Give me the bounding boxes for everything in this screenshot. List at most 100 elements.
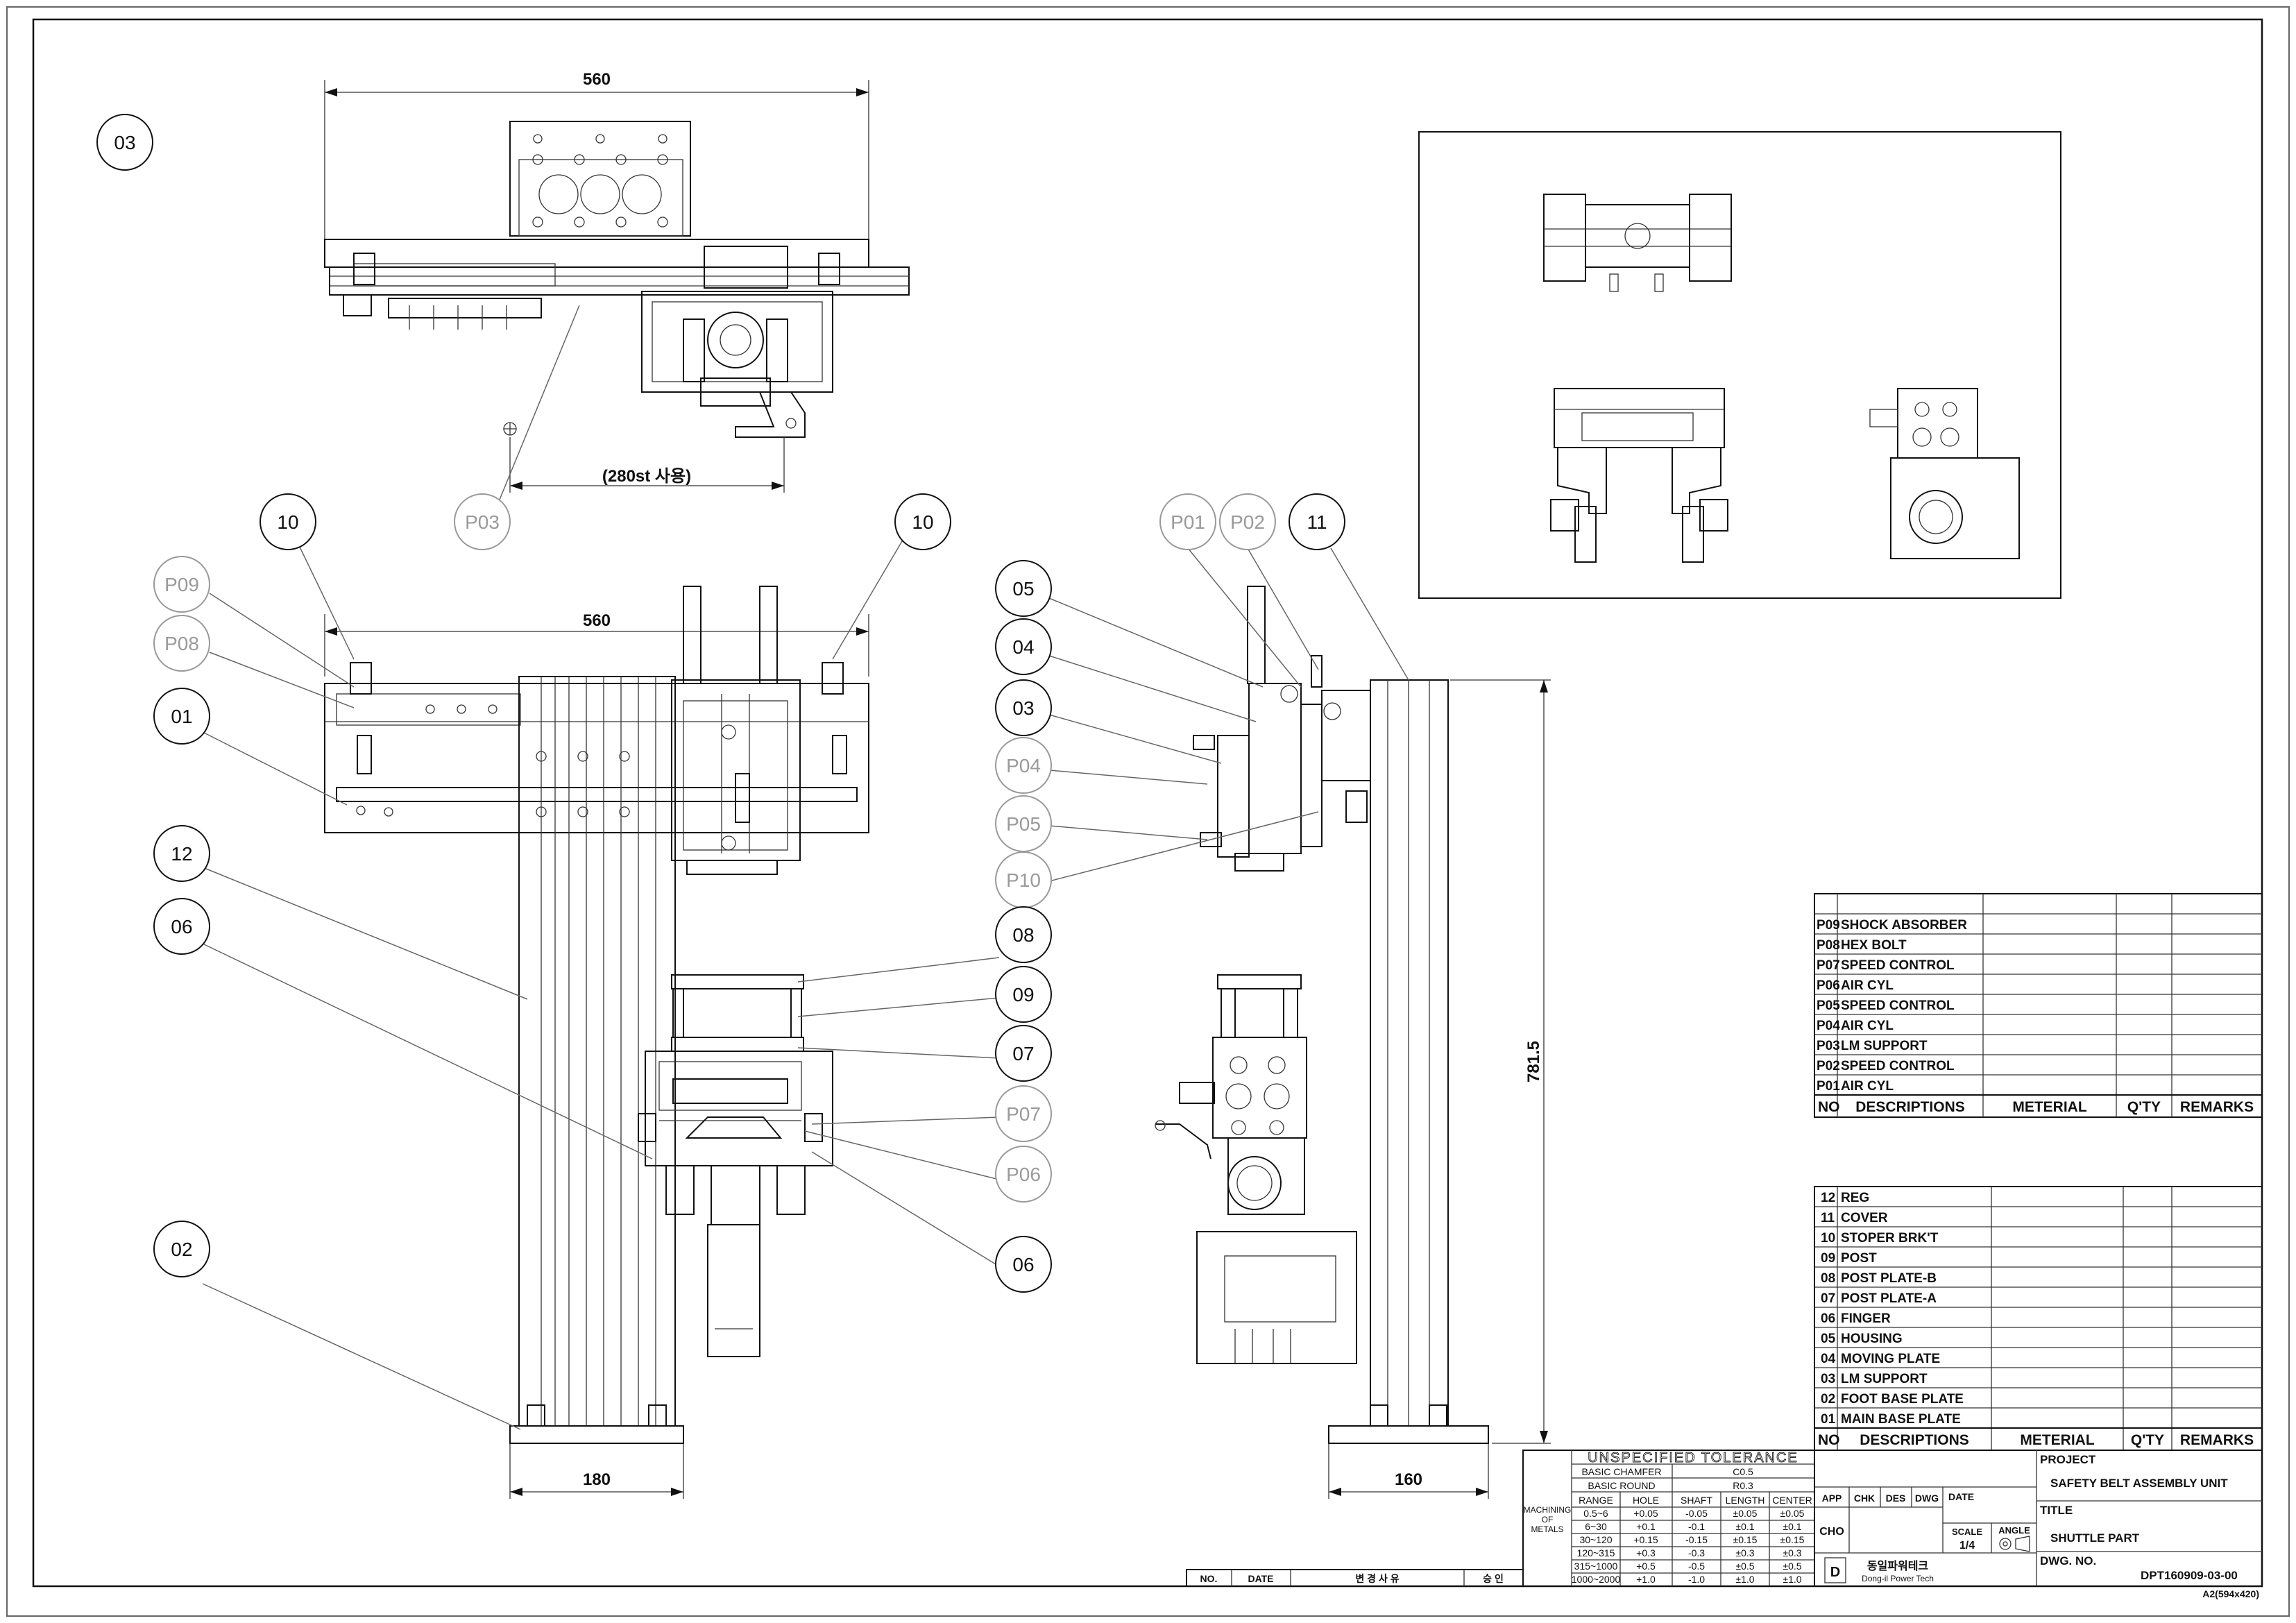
detail-views [1418, 131, 2061, 599]
project-label: PROJECT [2040, 1453, 2096, 1466]
balloon-p05: P05 [1006, 813, 1041, 835]
balloon-03: 03 [1012, 697, 1034, 719]
approval-des: DES [1886, 1493, 1906, 1504]
tol-cell: +0.3 [1636, 1547, 1656, 1558]
balloon-07: 07 [1012, 1043, 1034, 1064]
tol-cell: +1.0 [1636, 1574, 1656, 1585]
tol-cell: +0.15 [1633, 1534, 1658, 1545]
bom-header-remarks: REMARKS [2180, 1432, 2254, 1448]
bom-desc: POST PLATE-B [1841, 1271, 1937, 1286]
bom-p-desc: AIR CYL [1841, 1019, 1894, 1033]
side-height-dim: 781.5 [1524, 1041, 1543, 1082]
balloon-p06: P06 [1006, 1164, 1041, 1185]
balloon-p08: P08 [164, 633, 199, 654]
bom-no: 12 [1821, 1191, 1835, 1205]
round-value: R0.3 [1733, 1480, 1753, 1491]
tol-col: SHAFT [1681, 1495, 1712, 1506]
machining-label: OF [1542, 1515, 1554, 1524]
tol-col: CENTER [1772, 1495, 1812, 1506]
bom-desc: STOPER BRK'T [1841, 1231, 1939, 1246]
approval-chk: CHK [1854, 1493, 1875, 1504]
machining-label: MACHINING [1524, 1505, 1572, 1515]
balloon-06-right: 06 [1012, 1254, 1034, 1275]
bom-p-desc: SPEED CONTROL [1841, 999, 1955, 1013]
bom-desc: MOVING PLATE [1841, 1352, 1940, 1366]
top-view: 560 [96, 70, 910, 550]
balloon-p09: P09 [164, 574, 199, 595]
bom-p-desc: AIR CYL [1841, 978, 1894, 993]
balloon-04: 04 [1012, 636, 1034, 658]
tol-cell: -0.15 [1685, 1534, 1708, 1545]
tol-cell: 30~120 [1579, 1534, 1612, 1545]
date-label: DATE [1948, 1491, 1974, 1502]
tol-cell: +0.05 [1633, 1508, 1658, 1519]
bom-p-no: P08 [1817, 938, 1840, 953]
bom-p-desc: SPEED CONTROL [1841, 1059, 1955, 1073]
bom-no: 04 [1821, 1352, 1836, 1366]
approval-app: APP [1822, 1493, 1842, 1504]
balloon-10-left: 10 [277, 511, 298, 533]
bom-header-desc: DESCRIPTIONS [1860, 1432, 1969, 1448]
tol-cell: ±0.1 [1735, 1521, 1754, 1532]
tol-cell: 0.5~6 [1583, 1508, 1608, 1519]
tol-cell: 6~30 [1585, 1521, 1607, 1532]
front-view: 560 [202, 541, 1000, 1499]
approval-dwg: DWG [1915, 1493, 1939, 1504]
balloon-02: 02 [171, 1239, 192, 1260]
bom-p-desc: AIR CYL [1841, 1079, 1894, 1094]
tol-cell: -1.0 [1688, 1574, 1705, 1585]
balloon-06-left: 06 [171, 916, 192, 937]
tol-cell: ±0.15 [1733, 1534, 1758, 1545]
side-view: 781.5 160 [1048, 547, 1551, 1499]
tol-cell: ±0.15 [1780, 1534, 1805, 1545]
bom-p-desc: LM SUPPORT [1841, 1039, 1928, 1053]
bom-desc: LM SUPPORT [1841, 1372, 1928, 1386]
rev-no-label: NO. [1200, 1573, 1218, 1584]
chamfer-label: BASIC CHAMFER [1581, 1466, 1661, 1477]
title-block: APP CHK DES DWG CHO DATE SCALE 1/4 ANGLE… [1814, 1450, 2263, 1599]
tol-cell: ±0.3 [1735, 1547, 1754, 1558]
tol-cell: ±0.05 [1733, 1508, 1758, 1519]
revision-strip: NO. DATE 변 경 사 유 승 인 [1186, 1569, 1524, 1587]
front-base-dim: 180 [583, 1470, 611, 1489]
tol-cell: 120~315 [1577, 1547, 1615, 1558]
bom-no: 08 [1821, 1271, 1835, 1286]
bom-p-no: P04 [1817, 1019, 1840, 1033]
rev-date-label: DATE [1248, 1573, 1273, 1584]
rev-desc-label: 변 경 사 유 [1355, 1573, 1399, 1584]
balloon-10-right: 10 [912, 511, 933, 533]
bom-p-no: P09 [1817, 918, 1840, 933]
tolerance-title: UNSPECIFIED TOLERANCE [1588, 1450, 1798, 1465]
tol-cell: 1000~2000 [1572, 1574, 1621, 1585]
bom-p-header-remarks: REMARKS [2180, 1099, 2254, 1115]
bom-no: 11 [1821, 1211, 1835, 1225]
machining-label: METALS [1531, 1524, 1563, 1534]
bom-p-header-qty: Q'TY [2127, 1099, 2161, 1115]
balloons: 10 10 P09 P08 01 12 06 02 05 04 03 P04 P… [153, 493, 1345, 1293]
parts-list-purchased: P09 SHOCK ABSORBER P08 HEX BOLT P07 SPEE… [1814, 893, 2263, 1118]
tol-cell: ±1.0 [1783, 1574, 1801, 1585]
project-name: SAFETY BELT ASSEMBLY UNIT [2050, 1477, 2228, 1490]
company-name-en: Dong-il Power Tech [1862, 1574, 1934, 1583]
bom-p-no: P05 [1817, 999, 1840, 1013]
sheet-size: A2(594x420) [2202, 1588, 2259, 1599]
balloon-01: 01 [171, 706, 192, 727]
tol-cell: ±0.5 [1735, 1561, 1754, 1572]
tol-cell: ±0.5 [1783, 1561, 1801, 1572]
bom-p-no: P07 [1817, 958, 1840, 973]
bom-desc: FOOT BASE PLATE [1841, 1392, 1964, 1407]
bom-no: 03 [1821, 1372, 1835, 1386]
bom-header-material: METERIAL [2020, 1432, 2095, 1448]
side-base-dim: 160 [1395, 1470, 1422, 1489]
tol-cell: -0.3 [1688, 1547, 1705, 1558]
front-width-dim: 560 [583, 611, 611, 630]
tol-col: HOLE [1633, 1495, 1659, 1506]
bom-desc: REG [1841, 1191, 1869, 1205]
balloon-p03-top: P03 [465, 511, 500, 533]
bom-desc: POST PLATE-A [1841, 1291, 1937, 1306]
parts-list-manufactured: 12 REG 11 COVER 10 STOPER BRK'T 09 POST … [1814, 1186, 2263, 1451]
balloon-09: 09 [1012, 984, 1034, 1005]
angle-label: ANGLE [1998, 1525, 2030, 1536]
bom-p-header-desc: DESCRIPTIONS [1855, 1099, 1965, 1115]
